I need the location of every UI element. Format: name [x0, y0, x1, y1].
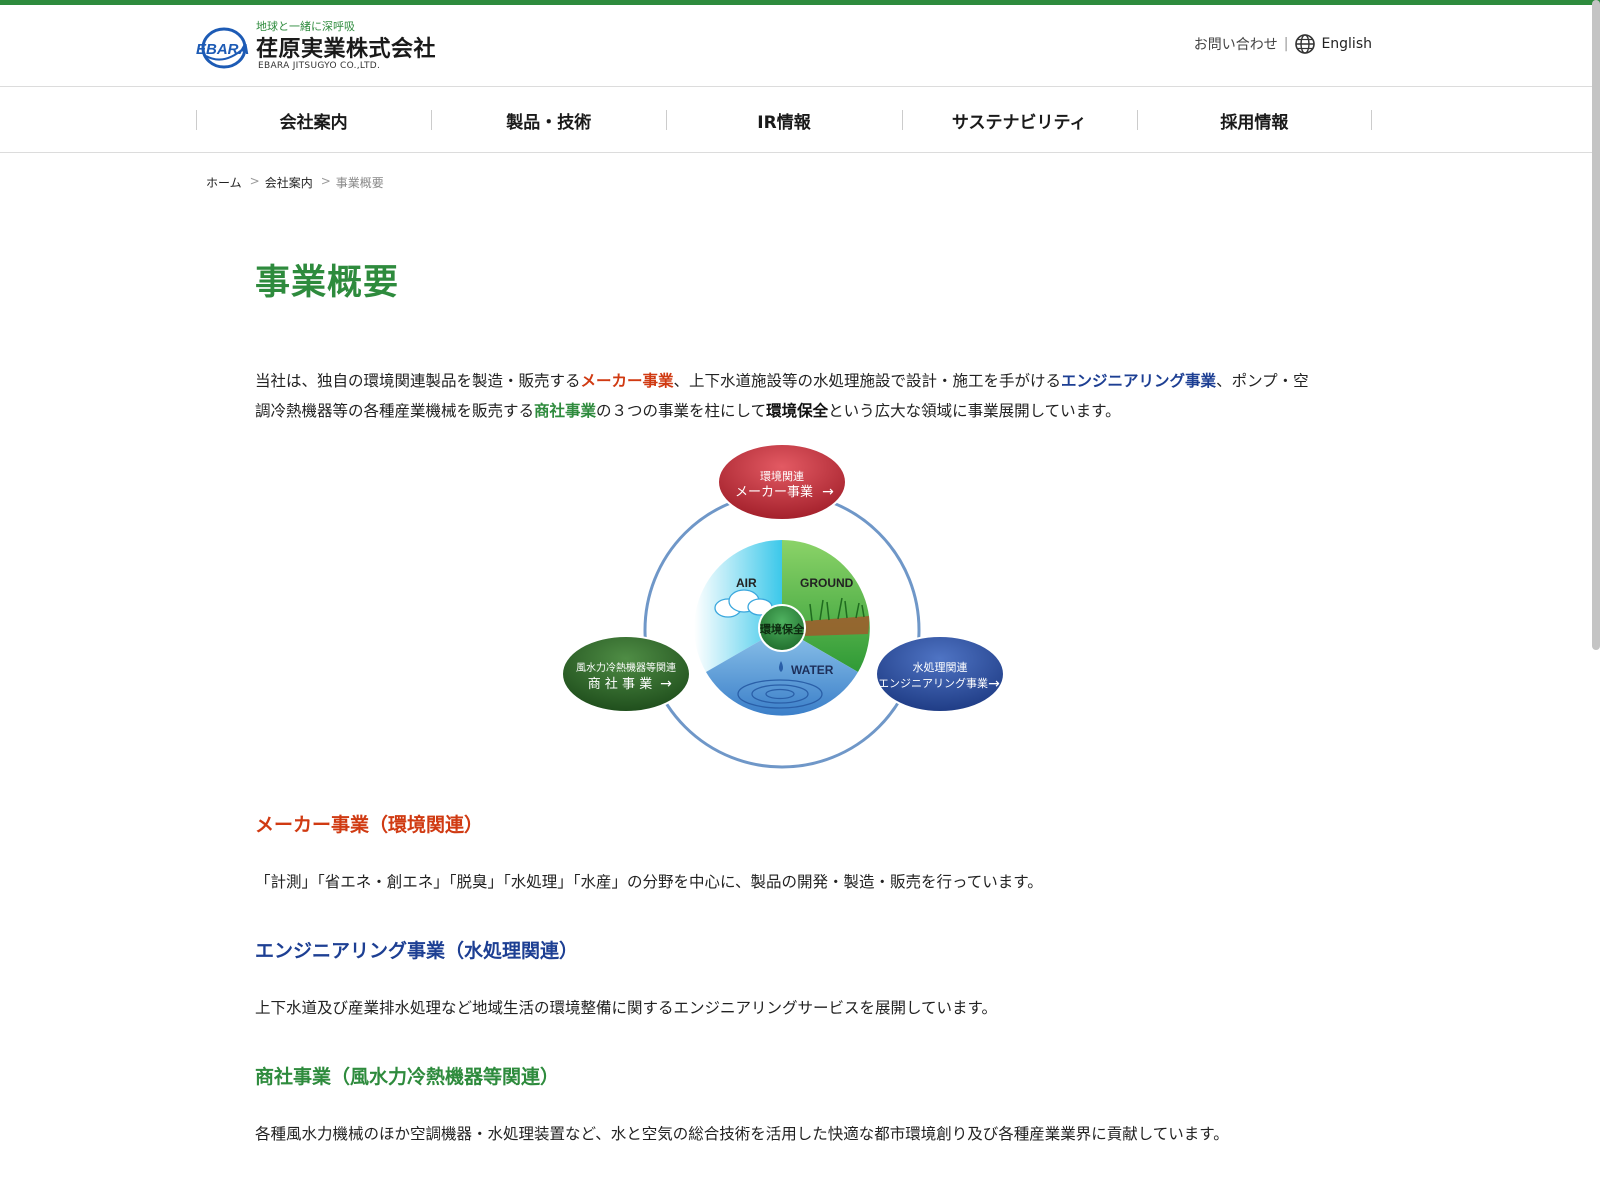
engineering-section-heading: エンジニアリング事業（水処理関連） — [255, 940, 579, 962]
nav-divider — [0, 152, 1600, 153]
water-drop-icon — [779, 661, 783, 672]
center-label: 環境保全 — [760, 622, 805, 636]
water-sector — [706, 628, 858, 716]
engineering-bubble-label: エンジニアリング事業 — [878, 676, 988, 690]
maker-bubble-label: メーカー事業 — [735, 484, 813, 500]
company-name: 荏原実業株式会社 — [256, 37, 437, 62]
maker-business-bubble[interactable]: 環境関連 メーカー事業 → — [717, 443, 847, 521]
logo-wordmark: EBARA — [196, 41, 249, 58]
global-nav: 会社案内 製品・技術 IR情報 サステナビリティ 採用情報 — [196, 87, 1373, 153]
intro-text: 、ポンプ・空調冷熱機器等の各種産業機械を販売する — [255, 372, 1309, 420]
company-name-en: EBARA JITSUGYO CO.,LTD. — [258, 61, 381, 71]
utility-separator: | — [1283, 36, 1289, 52]
maker-section-heading: メーカー事業（環境関連） — [255, 814, 484, 836]
trading-bubble-label: 商 社 事 業 — [588, 676, 652, 692]
page-title: 事業概要 — [255, 263, 400, 303]
ground-sector — [782, 540, 870, 672]
breadcrumb-home[interactable]: ホーム — [206, 176, 242, 190]
globe-icon — [1295, 34, 1316, 54]
breadcrumb-separator: > — [320, 174, 331, 188]
scrollbar-thumb[interactable] — [1592, 0, 1600, 650]
nav-item-recruit[interactable]: 採用情報 — [1136, 87, 1373, 153]
site-header: EBARA 地球と一緒に深呼吸 荏原実業株式会社 EBARA JITSUGYO … — [0, 5, 1600, 87]
maker-section-text: 「計測」「省エネ・創エネ」「脱臭」「水処理」「水産」の分野を中心に、製品の開発・… — [255, 873, 1043, 891]
intro-text: の３つの事業を柱にして — [596, 402, 767, 420]
cloud-icon — [714, 589, 773, 618]
intro-engineering-highlight: エンジニアリング事業 — [1061, 372, 1217, 390]
nav-item-ir[interactable]: IR情報 — [666, 87, 901, 153]
trading-bubble-top: 風水力冷熱機器等関連 — [576, 661, 676, 674]
breadcrumb-separator: > — [249, 174, 260, 188]
grass-icon — [809, 597, 865, 622]
page-scrollbar[interactable] — [1592, 0, 1600, 1200]
site-logo[interactable]: EBARA 地球と一緒に深呼吸 荏原実業株式会社 EBARA JITSUGYO … — [196, 18, 446, 78]
intro-text: 当社は、独自の環境関連製品を製造・販売する — [255, 372, 581, 390]
arrow-right-icon: → — [822, 484, 834, 500]
arrow-right-icon: → — [988, 676, 1000, 692]
water-label: WATER — [791, 663, 834, 677]
breadcrumb: ホーム > 会社案内 > 事業概要 — [206, 174, 384, 191]
center-circle — [758, 604, 806, 652]
trading-section-heading: 商社事業（風水力冷熱機器等関連） — [255, 1066, 560, 1088]
trading-section-text: 各種風水力機械のほか空調機器・水処理装置など、水と空気の総合技術を活用した快適な… — [255, 1125, 1229, 1143]
logo-tagline: 地球と一緒に深呼吸 — [256, 20, 355, 33]
nav-item-products[interactable]: 製品・技術 — [431, 87, 666, 153]
trading-business-bubble[interactable]: 風水力冷熱機器等関連 商 社 事 業 → — [561, 635, 691, 713]
nav-item-sustainability[interactable]: サステナビリティ — [901, 87, 1137, 153]
soil-band — [805, 616, 870, 636]
business-diagram: AIR GROUND WATER 環境保全 環境関連 メーカー事業 → 水処理関… — [561, 443, 1005, 769]
ebara-logo-icon: EBARA — [196, 27, 249, 69]
utility-links: お問い合わせ | English — [1194, 33, 1372, 55]
intro-paragraph: 当社は、独自の環境関連製品を製造・販売するメーカー事業、上下水道施設等の水処理施… — [255, 366, 1315, 426]
engineering-bubble-top: 水処理関連 — [913, 660, 968, 674]
water-ripple-icon — [737, 679, 823, 709]
maker-bubble-top: 環境関連 — [760, 469, 804, 483]
nav-item-company[interactable]: 会社案内 — [196, 87, 431, 153]
top-accent-bar — [0, 0, 1600, 5]
breadcrumb-company[interactable]: 会社案内 — [264, 176, 313, 190]
arrow-right-icon: → — [660, 676, 672, 692]
intro-text: という広大な領域に事業展開しています。 — [828, 402, 1121, 420]
engineering-business-bubble[interactable]: 水処理関連 エンジニアリング事業 → — [875, 635, 1005, 713]
ground-label: GROUND — [800, 576, 854, 590]
intro-env-highlight: 環境保全 — [766, 402, 829, 420]
contact-link[interactable]: お問い合わせ — [1193, 37, 1278, 53]
intro-maker-highlight: メーカー事業 — [580, 372, 674, 390]
intro-trading-highlight: 商社事業 — [534, 402, 597, 420]
english-link[interactable]: English — [1321, 36, 1372, 52]
engineering-section-text: 上下水道及び産業排水処理など地域生活の環境整備に関するエンジニアリングサービスを… — [255, 999, 997, 1017]
intro-text: 、上下水道施設等の水処理施設で設計・施工を手がける — [673, 372, 1062, 390]
air-label: AIR — [736, 576, 757, 590]
breadcrumb-current: 事業概要 — [335, 176, 384, 190]
